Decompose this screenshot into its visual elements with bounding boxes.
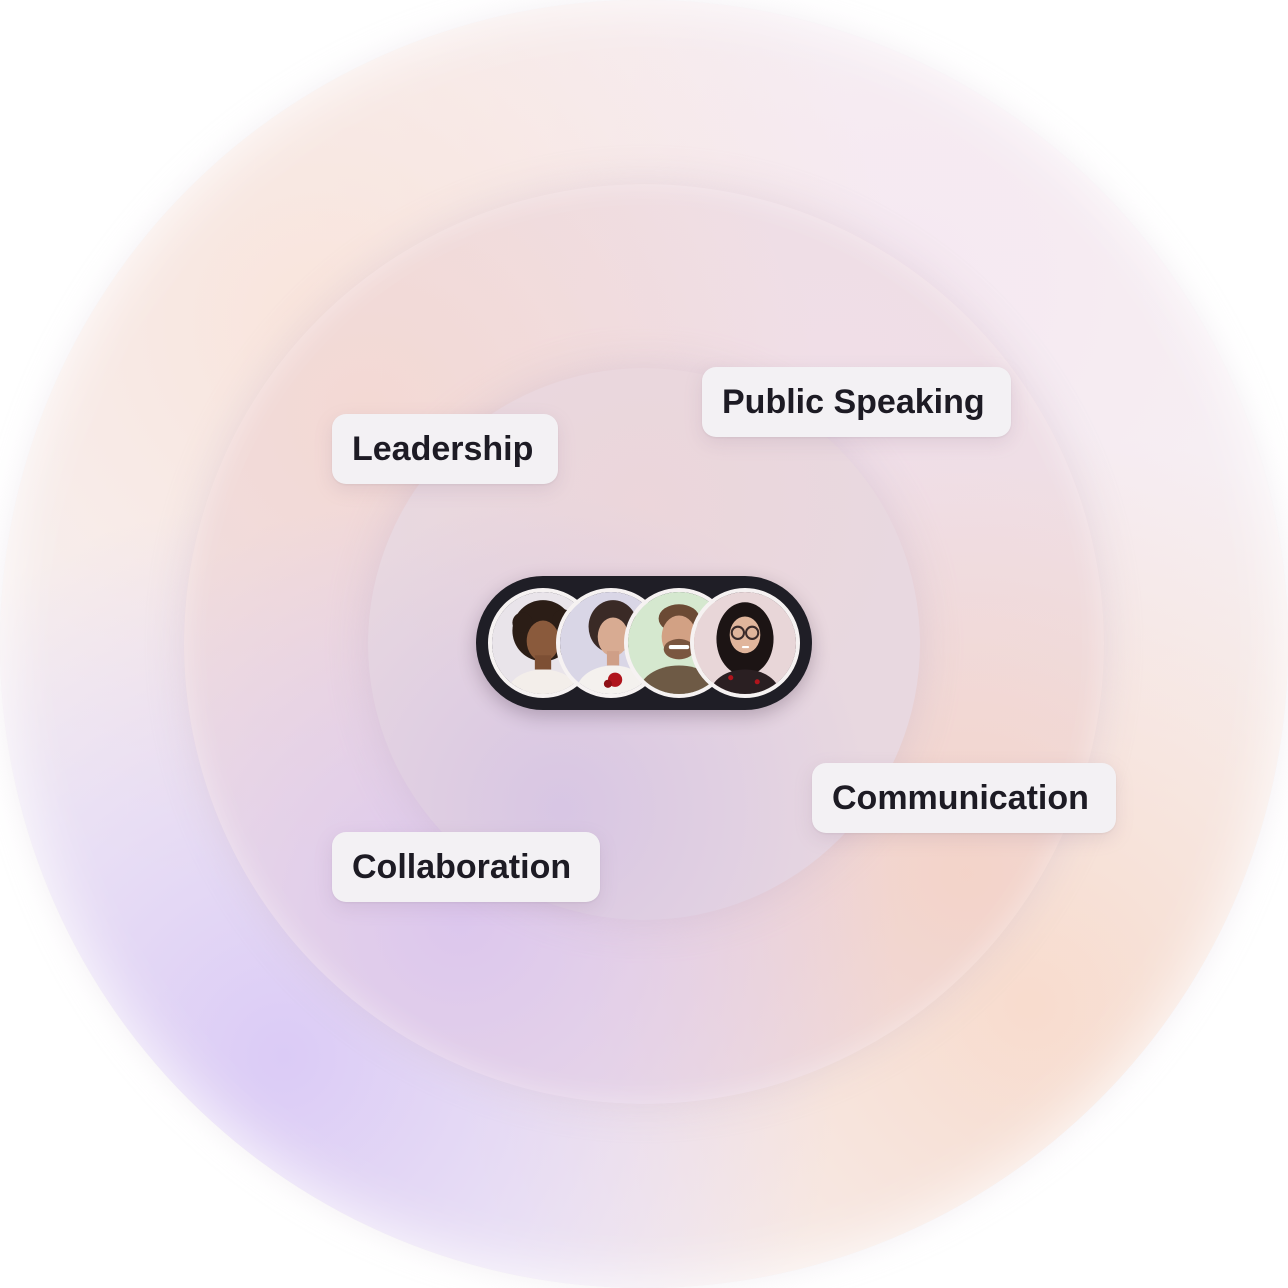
- skill-tag-public-speaking: Public Speaking: [702, 367, 1011, 437]
- avatar-group: [476, 576, 812, 710]
- skill-tag-leadership: Leadership: [332, 414, 558, 484]
- middle-ring: [184, 184, 1104, 1104]
- skill-tag-collaboration: Collaboration: [332, 832, 600, 902]
- avatar-woman-glasses-image: [694, 592, 796, 694]
- skill-tag-communication: Communication: [812, 763, 1116, 833]
- avatar-woman-glasses: [690, 588, 800, 698]
